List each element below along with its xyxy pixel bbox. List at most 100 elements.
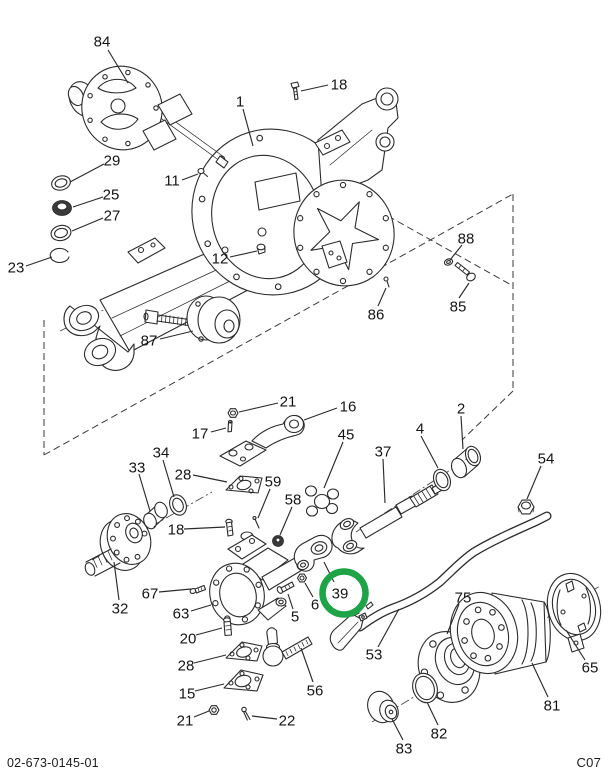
leader-line-81 <box>531 662 549 698</box>
part-53-tie-rod <box>329 511 552 651</box>
callout-58: 58 <box>285 491 302 508</box>
leader-line-86 <box>377 287 387 307</box>
leader-line-34 <box>162 459 175 498</box>
leader-line-63 <box>190 604 212 612</box>
leader-line-75 <box>446 603 460 635</box>
callout-28: 28 <box>175 466 192 483</box>
document-number: 02-673-0145-01 <box>7 756 99 770</box>
part-11-bolt <box>197 167 209 178</box>
leader-line-29 <box>69 163 105 183</box>
part-2-bushing <box>450 445 482 479</box>
part-15-gasket <box>223 669 264 692</box>
callout-27: 27 <box>104 207 121 224</box>
leader-line-15 <box>194 683 225 692</box>
part-59-pin <box>252 515 260 529</box>
leader-line-11 <box>181 173 199 181</box>
part-83-hub-cap <box>367 690 399 724</box>
part-21-nut-lower <box>208 705 220 715</box>
part-18-bolt-top <box>290 81 300 101</box>
callout-63: 63 <box>173 605 190 622</box>
callout-37: 37 <box>375 443 392 460</box>
callout-59: 59 <box>265 473 282 490</box>
callout-18: 18 <box>168 521 185 538</box>
leader-line-32 <box>113 561 120 601</box>
part-28-gasket-upper <box>225 475 263 494</box>
callout-88: 88 <box>458 230 475 247</box>
part-18-bolt-mid <box>225 518 234 537</box>
callout-83: 83 <box>396 740 413 757</box>
leader-line-4 <box>420 435 439 469</box>
callout-18: 18 <box>331 76 348 93</box>
leader-line-18 <box>183 526 226 530</box>
leader-line-53 <box>377 608 400 648</box>
callout-22: 22 <box>279 712 296 729</box>
leader-line-65 <box>565 629 586 661</box>
highlight-circle <box>319 568 369 618</box>
part-32-spindle <box>84 513 152 577</box>
callout-28: 28 <box>178 657 195 674</box>
part-87-actuator <box>143 295 241 344</box>
callout-17: 17 <box>192 425 209 442</box>
part-37-axle-shaft <box>331 482 445 555</box>
part-88-washer <box>443 258 454 266</box>
leader-line-37 <box>382 458 386 504</box>
part-21-nut-upper <box>227 408 239 418</box>
leader-line-20 <box>195 627 223 636</box>
leader-line-28 <box>192 474 228 483</box>
callout-25: 25 <box>103 186 120 203</box>
callout-12: 12 <box>212 250 229 267</box>
leader-line-82 <box>426 701 439 726</box>
part-84-differential-carrier <box>67 65 229 169</box>
leader-line-1 <box>242 108 254 147</box>
leader-line-2 <box>460 415 464 450</box>
part-86-bolt <box>383 276 390 288</box>
leader-line-23 <box>25 256 53 267</box>
leader-line-28 <box>193 654 227 664</box>
sheet-code: C07 <box>576 755 601 770</box>
callout-86: 86 <box>368 306 385 323</box>
part-23-snap-ring <box>49 247 70 263</box>
leader-line-83 <box>391 718 404 741</box>
part-6-nut <box>296 573 308 583</box>
callout-33: 33 <box>129 459 146 476</box>
callout-54: 54 <box>538 450 555 467</box>
callout-16: 16 <box>340 398 357 415</box>
leader-line-56 <box>300 647 314 683</box>
part-81-brake-drum <box>449 591 551 675</box>
callout-34: 34 <box>153 444 170 461</box>
callout-67: 67 <box>142 585 159 602</box>
leader-line-59 <box>257 488 271 519</box>
callout-2: 2 <box>457 400 465 417</box>
part-17-pin <box>227 420 233 433</box>
callout-87: 87 <box>141 332 158 349</box>
part-45-u-joint <box>304 485 340 517</box>
part-67-bolt <box>189 584 207 595</box>
part-85-bolt <box>454 261 476 282</box>
part-33-bushing <box>143 501 168 530</box>
part-27-ring <box>50 224 72 242</box>
callout-21: 21 <box>280 393 297 410</box>
callout-29: 29 <box>104 152 121 169</box>
part-20-stud <box>223 617 233 637</box>
leader-line-12 <box>229 250 258 258</box>
part-22-cotter-pin <box>241 706 251 721</box>
leader-line-85 <box>458 282 470 299</box>
leader-line-22 <box>251 715 278 720</box>
part-34-seal <box>169 494 187 516</box>
callout-84: 84 <box>94 33 111 50</box>
callout-53: 53 <box>366 646 383 663</box>
leader-line-18 <box>300 84 329 92</box>
callout-39: 39 <box>332 585 349 602</box>
leader-line-5 <box>287 593 294 610</box>
callout-75: 75 <box>455 589 472 606</box>
leader-line-67 <box>158 588 192 593</box>
part-29-washer <box>51 175 71 191</box>
leader-line-17 <box>210 427 227 433</box>
callout-56: 56 <box>307 682 324 699</box>
leader-line-16 <box>303 407 338 421</box>
leader-line-45 <box>323 441 344 489</box>
callout-20: 20 <box>180 630 197 647</box>
leader-line-84 <box>107 49 129 84</box>
